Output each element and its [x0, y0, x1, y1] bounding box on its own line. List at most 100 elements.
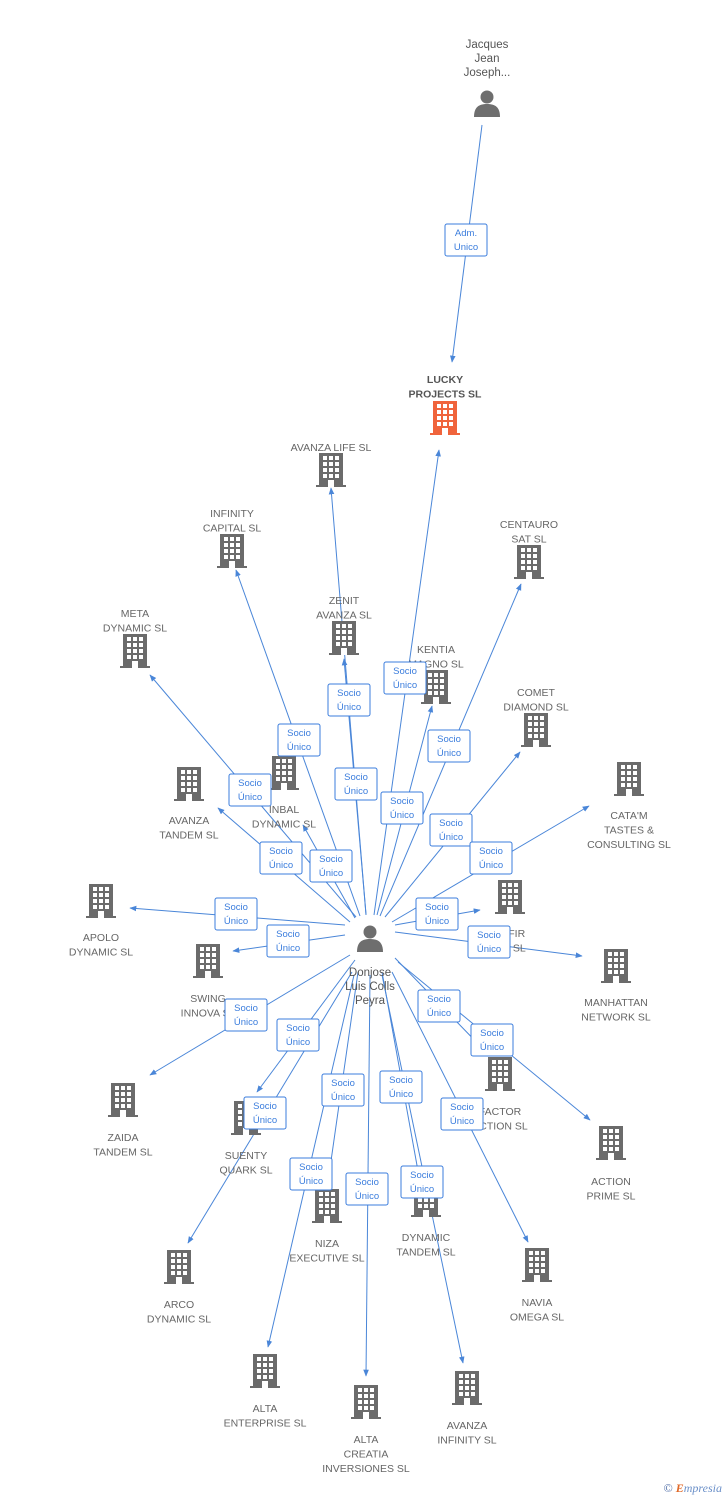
company-name-line: TANDEM SL [159, 830, 218, 842]
company-name-line: INNOVA SL [181, 1008, 236, 1020]
relation-label-text: Único [224, 916, 248, 927]
relation-label-box [469, 841, 513, 875]
brand-initial: E [675, 1481, 684, 1495]
relation-label-text: Único [437, 748, 461, 759]
relation-label[interactable]: Adm.Unico [444, 223, 488, 257]
company-name-line: AVANZA [169, 815, 209, 827]
relation-labels-layer: Adm.UnicoSocioÚnicoSocioÚnicoSocioÚnicoS… [214, 223, 514, 1206]
relation-label-box [417, 989, 461, 1023]
company-name-line: DYNAMIC SL [103, 623, 167, 635]
relation-label-text: Socio [437, 734, 461, 745]
company-node-avanza-tandem[interactable]: AVANZA TANDEM SL [159, 767, 219, 842]
relation-label-text: Socio [477, 930, 501, 941]
relation-label-box [214, 897, 258, 931]
company-name-line: NIZA [315, 1238, 339, 1250]
building-icon [120, 634, 150, 668]
company-name-line: SWING [190, 993, 226, 1005]
building-icon [495, 880, 525, 914]
company-name-line: NETWORK SL [581, 1012, 651, 1024]
company-name-line: DYNAMIC SL [69, 947, 133, 959]
building-icon [164, 1250, 194, 1284]
person-node-jacques[interactable]: JacquesJeanJoseph... [464, 39, 511, 117]
company-name-line: LUCKY [427, 374, 463, 386]
relation-label-text: Único [355, 1191, 379, 1202]
relation-label-text: Único [439, 832, 463, 843]
relation-label-box [444, 223, 488, 257]
relation-label-text: Único [427, 1008, 451, 1019]
company-node-manhattan[interactable]: MANHATTAN NETWORK SL [581, 949, 651, 1024]
company-node-arco[interactable]: ARCO DYNAMIC SL [147, 1250, 211, 1326]
company-name-line: MANHATTAN [584, 997, 648, 1009]
company-node-avanza-life[interactable]: AVANZA LIFE SL [291, 442, 372, 487]
person-name-line: Donjose [349, 967, 391, 979]
relation-label-text: Unico [454, 242, 478, 253]
company-name-line: ALTA [253, 1403, 278, 1415]
relation-label-box [429, 813, 473, 847]
company-node-swing[interactable]: SWING INNOVA SL [181, 944, 236, 1020]
relation-label-box [379, 1070, 423, 1104]
company-name-line: DYNAMIC SL [147, 1314, 211, 1326]
building-icon [174, 767, 204, 801]
relation-label-text: Socio [410, 1170, 434, 1181]
company-name-line: ALTA [354, 1434, 379, 1446]
relation-label-text: Único [276, 943, 300, 954]
company-name-line: TANDEM SL [93, 1147, 152, 1159]
relation-label-box [276, 1018, 320, 1052]
relation-label-box [380, 791, 424, 825]
company-name-line: AVANZA [447, 1420, 487, 1432]
relation-label-text: Socio [480, 1028, 504, 1039]
relation-label-box [327, 683, 371, 717]
relation-label-text: Socio [427, 994, 451, 1005]
relation-label-box [383, 661, 427, 695]
relation-label-text: Único [410, 1184, 434, 1195]
company-name-line: ARCO [164, 1299, 194, 1311]
